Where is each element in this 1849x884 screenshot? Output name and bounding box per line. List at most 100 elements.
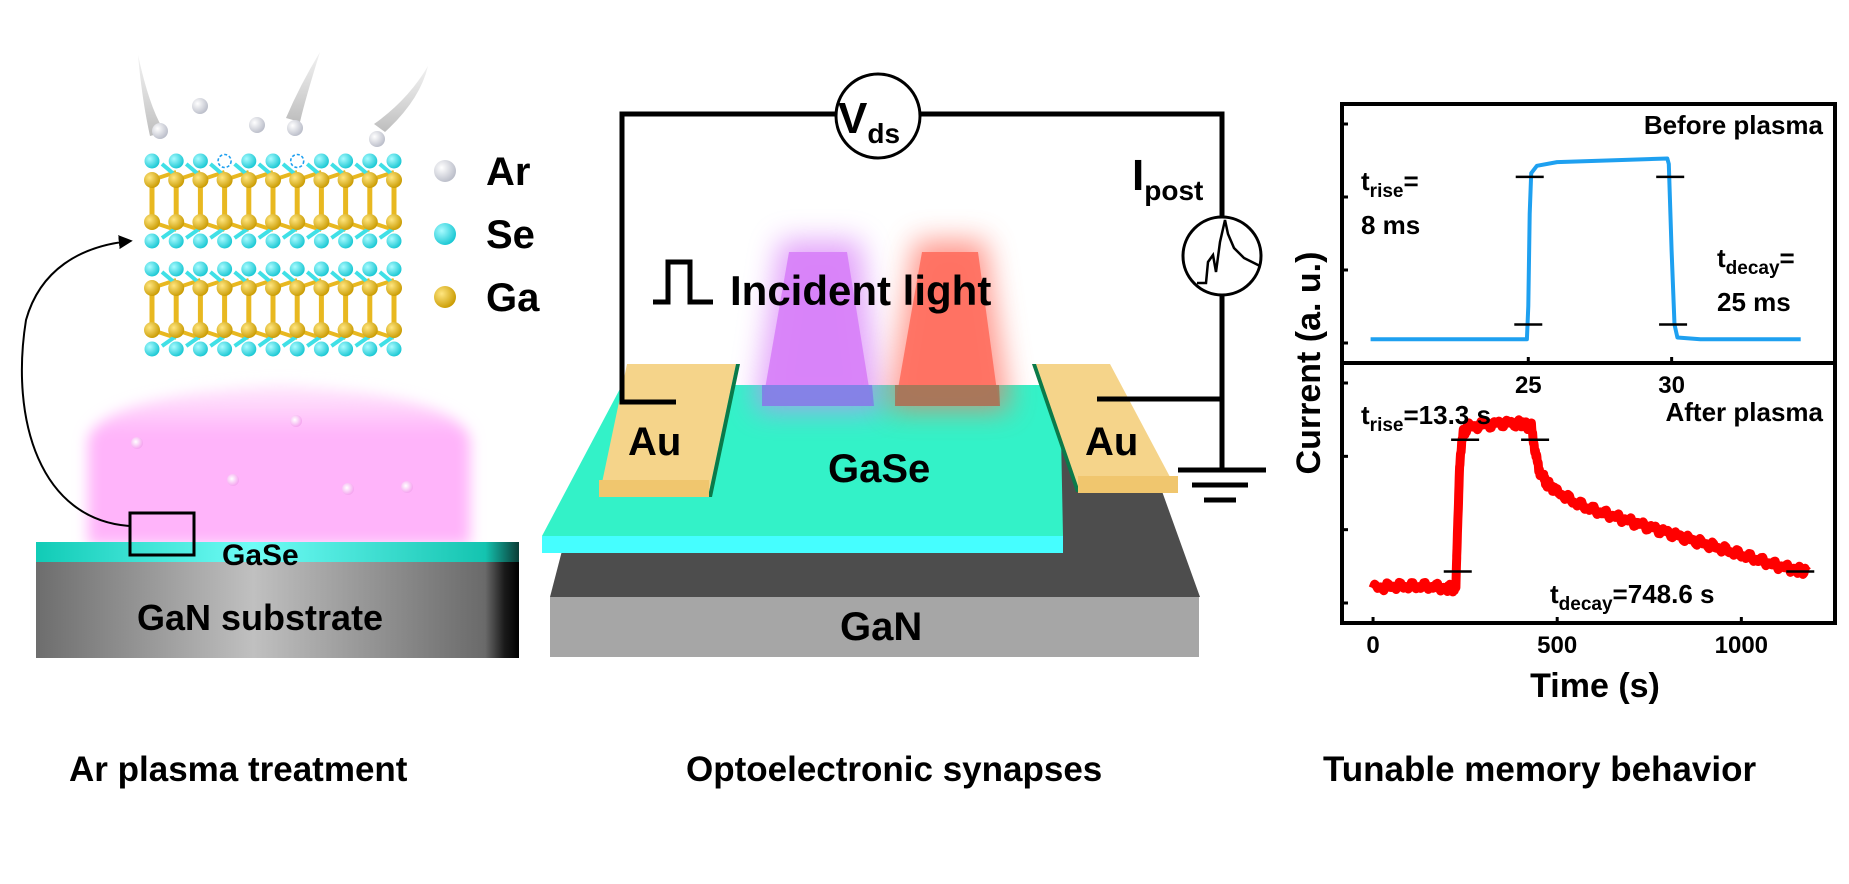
x-tick-label: 25 xyxy=(1515,372,1542,399)
se-atom xyxy=(144,261,160,277)
se-atom xyxy=(241,261,257,277)
gan-substrate xyxy=(36,562,519,658)
ga-atom xyxy=(386,280,402,296)
ga-atom xyxy=(265,322,281,338)
violet-beam-spot xyxy=(762,385,874,406)
legend-se-dot xyxy=(434,223,456,245)
gase-lattice xyxy=(144,153,402,357)
decay-time-after: tdecay=748.6 s xyxy=(1550,579,1714,615)
ga-atom xyxy=(168,322,185,338)
ar-ion xyxy=(287,120,303,136)
rise-time-after: trise=13.3 s xyxy=(1361,400,1491,436)
se-atom xyxy=(362,341,378,357)
ga-atom xyxy=(240,280,257,296)
se-vacancy xyxy=(217,153,232,169)
ga-atom xyxy=(240,322,257,338)
zoom-arrow xyxy=(20,235,133,527)
ga-atom xyxy=(361,322,378,338)
se-bond xyxy=(160,226,178,240)
middle-panel: GaN GaSe Au Au xyxy=(542,72,1266,789)
se-bond xyxy=(281,226,299,240)
se-bond xyxy=(209,334,226,348)
se-atom xyxy=(362,233,378,249)
se-bond xyxy=(257,334,275,348)
y-axis-title: Current (a. u.) xyxy=(1290,252,1328,475)
ar-ion xyxy=(369,131,385,147)
se-atom xyxy=(241,153,257,169)
ga-atom xyxy=(265,172,281,188)
ar-trail-3 xyxy=(374,66,428,132)
incident-light-label-group: Incident light xyxy=(653,259,991,314)
wire-top-right xyxy=(921,111,1225,216)
red-beam xyxy=(895,252,999,406)
se-atom xyxy=(289,233,305,249)
ga-atom xyxy=(144,214,160,230)
legend-ar-label: Ar xyxy=(486,150,530,194)
spike-waveform-icon xyxy=(1197,219,1261,285)
se-bond xyxy=(330,334,347,348)
se-atom xyxy=(265,153,281,169)
se-atom xyxy=(241,233,257,249)
ga-atom xyxy=(168,280,185,296)
se-atom xyxy=(338,233,354,249)
caption-optoelectronic: Optoelectronic synapses xyxy=(686,750,1102,789)
legend-se-label: Se xyxy=(486,213,535,257)
ga-atom xyxy=(361,280,378,296)
ga-atom xyxy=(313,322,330,338)
ga-atom xyxy=(313,214,330,230)
violet-beam xyxy=(762,252,872,406)
plasma-particle xyxy=(227,474,239,486)
rise-time-before: trise= xyxy=(1361,166,1419,202)
se-atom xyxy=(289,341,305,357)
se-bond xyxy=(209,226,226,240)
se-bond xyxy=(233,226,250,240)
ga-atom xyxy=(337,172,354,188)
se-bond xyxy=(257,226,275,240)
se-bond xyxy=(185,334,202,348)
plasma-cloud xyxy=(88,385,470,545)
ga-atom xyxy=(313,280,330,296)
series-before-plasma xyxy=(1370,156,1801,342)
ar-ion xyxy=(152,123,168,139)
au-left-label: Au xyxy=(628,420,681,464)
se-atom xyxy=(265,341,281,357)
ar-ion-trails xyxy=(138,52,428,136)
ar-trail-2 xyxy=(286,52,320,122)
se-atom xyxy=(217,341,233,357)
ga-atom xyxy=(216,280,233,296)
ga-atom xyxy=(337,214,354,230)
incident-light-label: Incident light xyxy=(730,267,991,314)
series-after-plasma xyxy=(1368,415,1812,597)
ga-atom xyxy=(168,172,185,188)
rise-time-before-value: 8 ms xyxy=(1361,210,1420,240)
plasma-particle xyxy=(290,415,302,427)
legend-ga-dot xyxy=(434,286,456,308)
se-atom xyxy=(386,233,402,249)
se-bond xyxy=(378,226,396,240)
se-vacancy xyxy=(289,153,305,169)
se-atom xyxy=(192,341,208,357)
ga-atom xyxy=(216,172,233,188)
se-atom xyxy=(192,261,208,277)
ga-atom xyxy=(240,214,257,230)
se-atom xyxy=(338,341,354,357)
ga-atom xyxy=(144,172,160,188)
zoom-region-box xyxy=(128,511,196,557)
se-atom xyxy=(386,261,402,277)
decay-time-before-value: 25 ms xyxy=(1717,287,1791,317)
ga-atom xyxy=(313,172,330,188)
se-atom xyxy=(144,153,160,169)
ga-atom xyxy=(192,280,209,296)
ar-ion xyxy=(249,117,265,133)
plasma-particle xyxy=(131,437,143,449)
se-bond xyxy=(233,334,250,348)
se-bond xyxy=(306,226,323,240)
legend-ga-label: Ga xyxy=(486,276,540,320)
se-atom xyxy=(386,153,402,169)
se-bond xyxy=(354,226,371,240)
se-bond xyxy=(354,334,371,348)
left-panel: Ar Se Ga GaSe GaN substrate Ar plasma tr… xyxy=(20,52,540,789)
vds-source: Vds xyxy=(834,72,922,160)
ga-atom xyxy=(240,172,257,188)
